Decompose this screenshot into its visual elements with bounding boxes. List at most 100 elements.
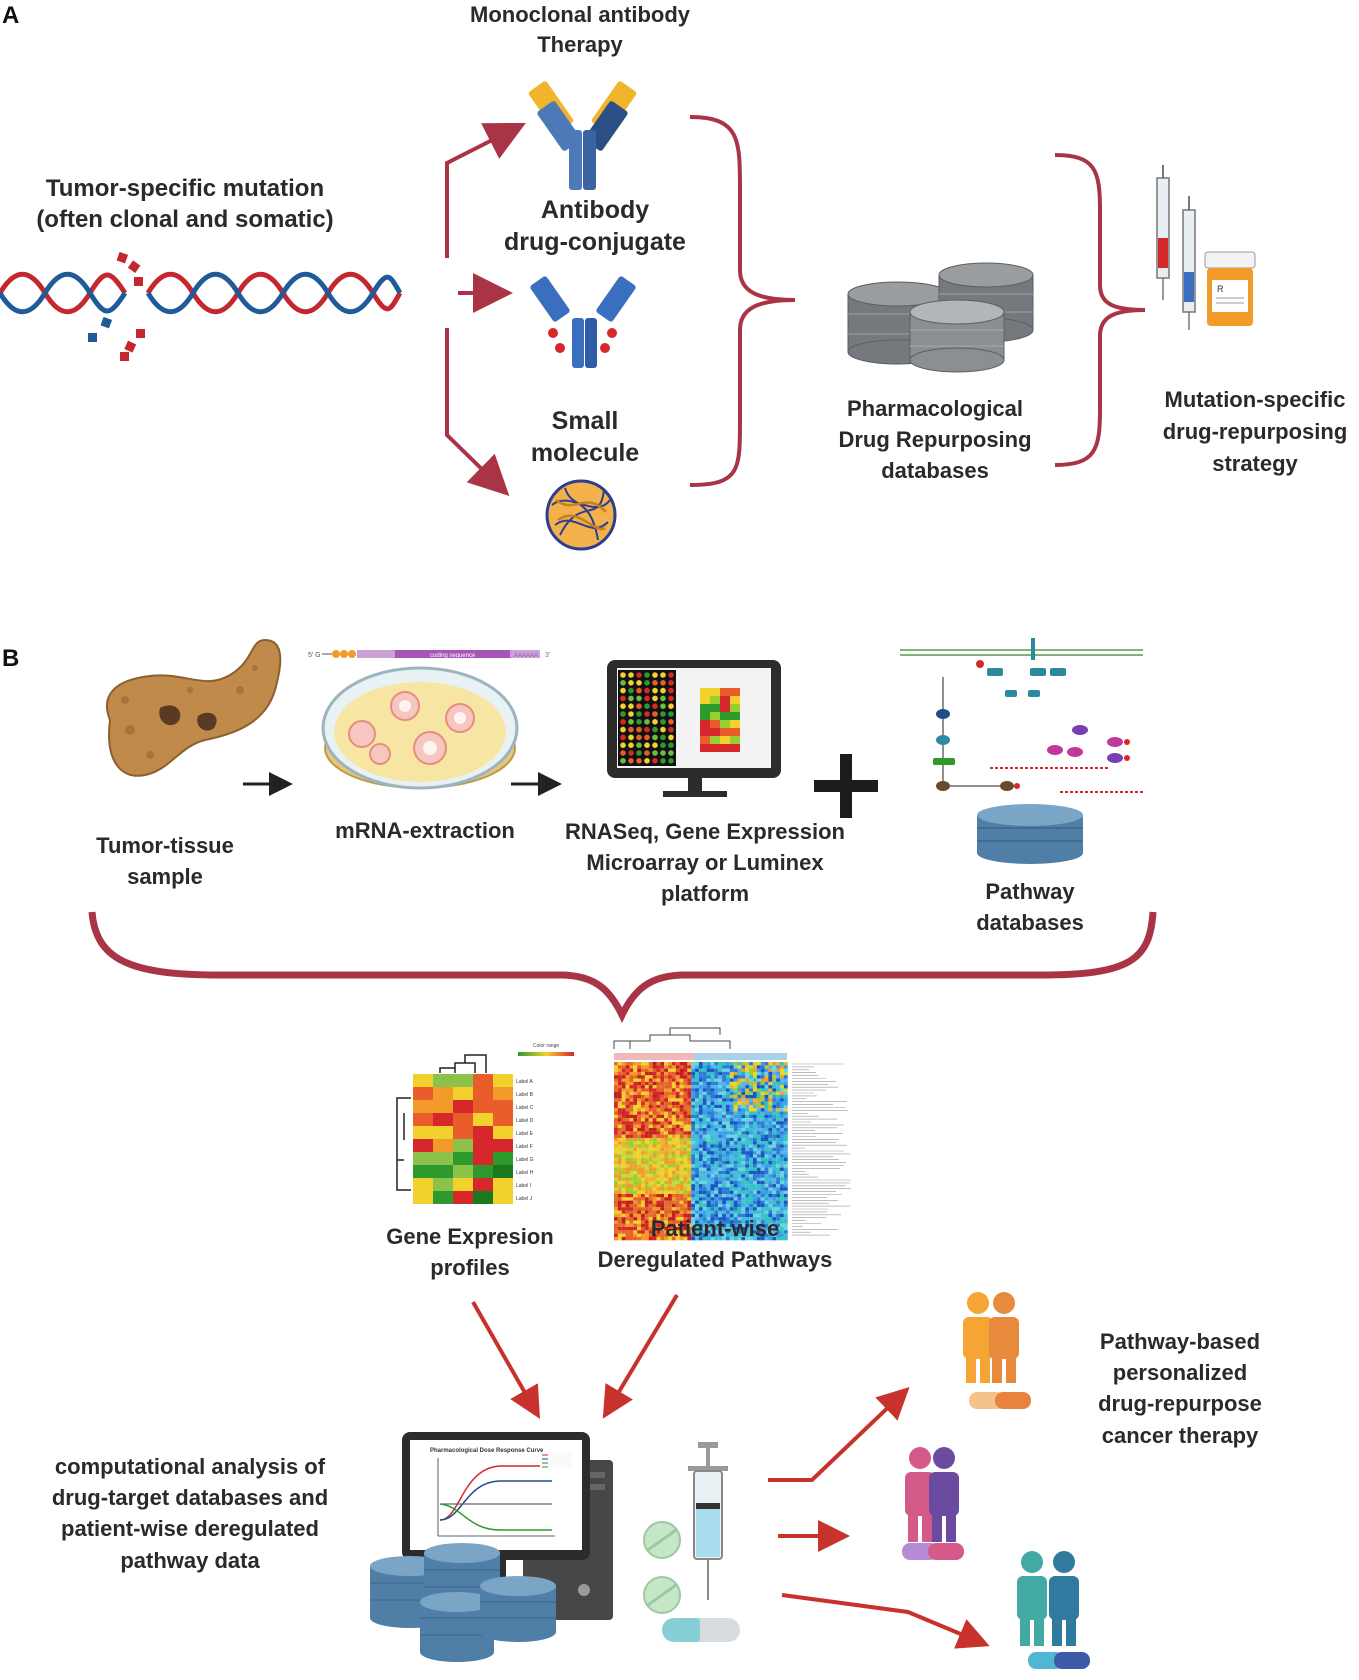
patient-heatmap-cell [695, 1194, 699, 1198]
patient-heatmap-cell [729, 1203, 734, 1208]
patient-heatmap-cell [648, 1141, 653, 1145]
patient-heatmap-cell [725, 1174, 730, 1178]
patient-heatmap-cell [668, 1144, 672, 1148]
patient-heatmap-cell [706, 1091, 711, 1096]
patient-heatmap-cell [652, 1108, 657, 1112]
patient-heatmap-cell [768, 1101, 773, 1105]
patient-heatmap-cell [702, 1062, 707, 1066]
gep-cell [453, 1139, 473, 1152]
patient-heatmap-cell [664, 1088, 669, 1092]
microarray-dot [644, 734, 650, 741]
patient-heatmap-cell [695, 1151, 699, 1155]
patient-heatmap-cell [641, 1161, 645, 1165]
patient-heatmap-cell [722, 1167, 726, 1171]
patient-heatmap-cell [768, 1131, 773, 1135]
patient-heatmap-cell [756, 1085, 761, 1089]
patient-heatmap-cell [706, 1164, 711, 1168]
patient-heatmap-cell [752, 1065, 757, 1069]
patient-heatmap-cell [637, 1085, 642, 1089]
patient-heatmap-cell [779, 1081, 784, 1086]
patient-heatmap-cell [714, 1081, 719, 1086]
patient-heatmap-cell [718, 1220, 723, 1224]
patient-heatmap-cell [733, 1233, 738, 1237]
patient-heatmap-cell [752, 1111, 757, 1115]
patient-heatmap-cell [648, 1104, 653, 1109]
patient-heatmap-cell [756, 1144, 761, 1148]
patient-heatmap-cell [671, 1180, 676, 1185]
patient-heatmap-cell [641, 1131, 645, 1135]
patient-heatmap-cell [652, 1128, 657, 1132]
patient-heatmap-cell [725, 1111, 730, 1115]
patient-heatmap-cell [745, 1121, 750, 1125]
patient-heatmap-cell [764, 1147, 769, 1152]
patient-heatmap-cell [783, 1203, 788, 1208]
patient-heatmap-cell [648, 1151, 653, 1155]
patient-heatmap-cell [656, 1227, 661, 1231]
patient-heatmap-cell [675, 1230, 680, 1234]
patient-heatmap-cell [675, 1147, 680, 1152]
patient-heatmap-cell [671, 1124, 676, 1129]
patient-heatmap-cell [629, 1164, 634, 1168]
patient-heatmap-cell [641, 1187, 645, 1191]
patient-heatmap-cell [664, 1095, 669, 1099]
patient-heatmap-cell [718, 1065, 723, 1069]
patient-heatmap-cell [691, 1190, 696, 1195]
patient-heatmap-cell [625, 1068, 630, 1072]
mini-heatmap-cell [710, 696, 720, 704]
patient-heatmap-cell [752, 1170, 757, 1175]
patient-heatmap-cell [621, 1098, 626, 1102]
pharma-db-label: Pharmacological Drug Repurposing databas… [820, 394, 1050, 486]
patient-heatmap-cell [756, 1078, 761, 1082]
gep-cell [493, 1087, 513, 1100]
patient-heatmap-cell [644, 1068, 649, 1072]
patient-heatmap-cell [675, 1101, 680, 1105]
patient-heatmap-cell [675, 1128, 680, 1132]
patient-heatmap-cell [741, 1167, 746, 1171]
patient-heatmap-cell [741, 1141, 746, 1145]
patient-heatmap-cell [725, 1081, 730, 1086]
patient-heatmap-cell [779, 1213, 784, 1218]
patient-heatmap-cell [698, 1217, 703, 1221]
patient-heatmap-cell [641, 1144, 645, 1148]
patient-heatmap-cell [648, 1200, 653, 1204]
patient-heatmap-cell [625, 1164, 630, 1168]
patient-heatmap-cell [652, 1197, 657, 1201]
patient-heatmap-cell [629, 1128, 634, 1132]
patient-heatmap-cell [722, 1068, 726, 1072]
patient-heatmap-cell [621, 1068, 626, 1072]
patient-heatmap-cell [714, 1200, 719, 1204]
patient-heatmap-cell [660, 1137, 665, 1142]
patient-heatmap-cell [776, 1236, 781, 1241]
patient-heatmap-cell [729, 1161, 734, 1165]
patient-heatmap-cell [737, 1128, 742, 1132]
patient-heatmap-cell [752, 1124, 757, 1129]
patient-heatmap-cell [644, 1207, 649, 1211]
patient-heatmap-cell [745, 1114, 750, 1119]
patient-heatmap-cell [683, 1147, 688, 1152]
patient-heatmap-cell [710, 1068, 715, 1072]
patient-heatmap-cell [687, 1170, 692, 1175]
patient-heatmap-cell [668, 1081, 672, 1086]
patient-heatmap-cell [776, 1190, 781, 1195]
patient-heatmap-cell [776, 1095, 781, 1099]
patient-heatmap-cell [733, 1134, 738, 1138]
patient-heatmap-cell [725, 1124, 730, 1129]
patient-heatmap-cell [691, 1197, 696, 1201]
patient-heatmap-cell [706, 1098, 711, 1102]
patient-heatmap-cell [648, 1230, 653, 1234]
microarray-dot [620, 750, 626, 756]
patient-heatmap-cell [772, 1161, 777, 1165]
patient-heatmap-cell [671, 1062, 676, 1066]
patient-heatmap-cell [729, 1170, 734, 1175]
patient-heatmap-cell [671, 1134, 676, 1138]
patient-heatmap-cell [633, 1121, 638, 1125]
patient-heatmap-cell [675, 1081, 680, 1086]
patient-heatmap-cell [779, 1151, 784, 1155]
patient-heatmap-cell [652, 1233, 657, 1237]
patient-heatmap-cell [633, 1230, 638, 1234]
patient-heatmap-cell [745, 1104, 750, 1109]
patient-heatmap-cell [779, 1174, 784, 1178]
patient-heatmap-cell [737, 1124, 742, 1129]
patient-heatmap-cell [664, 1180, 669, 1185]
patient-heatmap-cell [741, 1177, 746, 1181]
